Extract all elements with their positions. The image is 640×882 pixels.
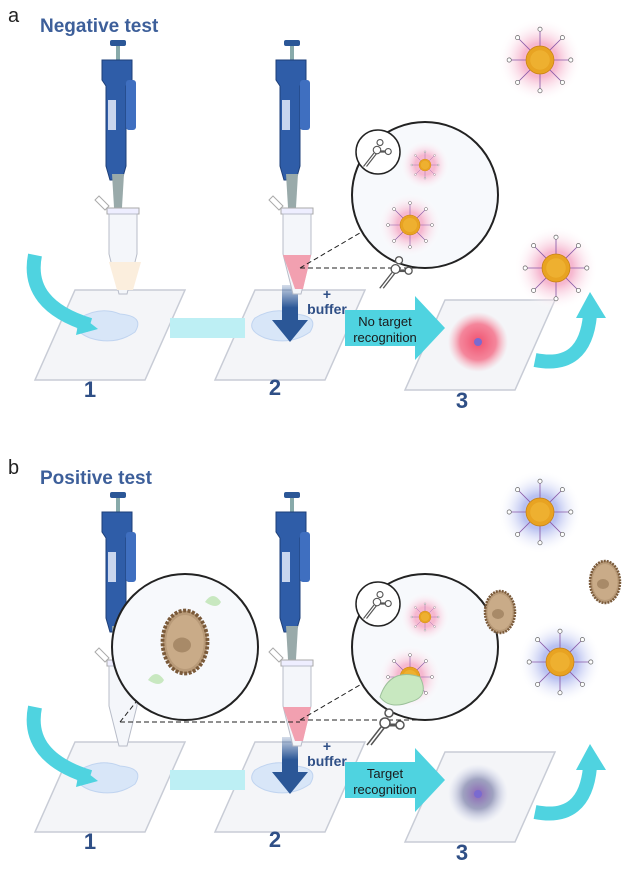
curved-arrow-in: [26, 253, 93, 332]
arrow-label-line1: Target: [367, 766, 404, 781]
nanoparticle-icon: [386, 201, 434, 249]
zoom-circle-nanoparticles: [351, 573, 499, 721]
step-number-1: 1: [84, 829, 96, 854]
arrow-label-line2: recognition: [353, 782, 417, 797]
tube-icon: [268, 195, 314, 295]
step-number-3: 3: [456, 388, 468, 413]
panel-title: Positive test: [40, 468, 153, 489]
curved-arrow-head: [76, 767, 98, 787]
bacterial-cell-icon: [588, 559, 622, 605]
tube-red-sample: [283, 255, 311, 289]
curved-arrow-head: [76, 315, 98, 335]
arrow-label-line1: No target: [358, 314, 412, 329]
recognition-arrow: [345, 748, 445, 812]
down-arrow: [272, 737, 308, 794]
center-dot: [474, 338, 482, 346]
curved-arrow-out: [533, 314, 597, 369]
target-protein: [379, 674, 424, 706]
panel-title: Negative test: [40, 16, 159, 37]
flow-connector: [170, 770, 245, 790]
nanoparticle-icon: [410, 150, 440, 180]
tube-sample: [109, 262, 141, 290]
tube-icon: [268, 647, 314, 747]
flow-connector: [170, 318, 245, 338]
buffer-label: buffer: [307, 753, 347, 769]
center-dot: [474, 790, 482, 798]
arrow-label-line2: recognition: [353, 330, 417, 345]
panel-letter: b: [8, 457, 19, 479]
curved-arrow-out: [533, 766, 597, 821]
nanoparticle-icon: [506, 26, 574, 94]
zoom-circle-cells: [111, 573, 259, 721]
buffer-plus: +: [323, 286, 331, 302]
recognition-arrow: [345, 296, 445, 360]
step-number-3: 3: [456, 840, 468, 865]
step-number-2: 2: [269, 375, 281, 400]
zoom-circle-nanoparticles: [351, 121, 499, 269]
bacterial-cell-icon: [483, 589, 517, 635]
step-number-2: 2: [269, 827, 281, 852]
nanoparticle-icon: [410, 602, 440, 632]
nanoparticle-icon: [506, 478, 574, 546]
down-arrow: [272, 285, 308, 342]
curved-arrow-head: [576, 292, 606, 318]
antibody-fragment: [148, 674, 164, 684]
zoom-lines: [299, 681, 430, 721]
tube-red-sample: [283, 707, 311, 741]
panel-letter: a: [8, 5, 20, 27]
antibody-fragment: [205, 596, 221, 606]
curved-arrow-head: [576, 744, 606, 770]
nanoparticle-icon: [526, 628, 594, 696]
buffer-label: buffer: [307, 301, 347, 317]
bacterial-cell-icon: [163, 611, 208, 674]
step-number-1: 1: [84, 377, 96, 402]
curved-arrow-in: [26, 705, 93, 784]
nanoparticle-icon: [522, 234, 590, 302]
buffer-plus: +: [323, 738, 331, 754]
